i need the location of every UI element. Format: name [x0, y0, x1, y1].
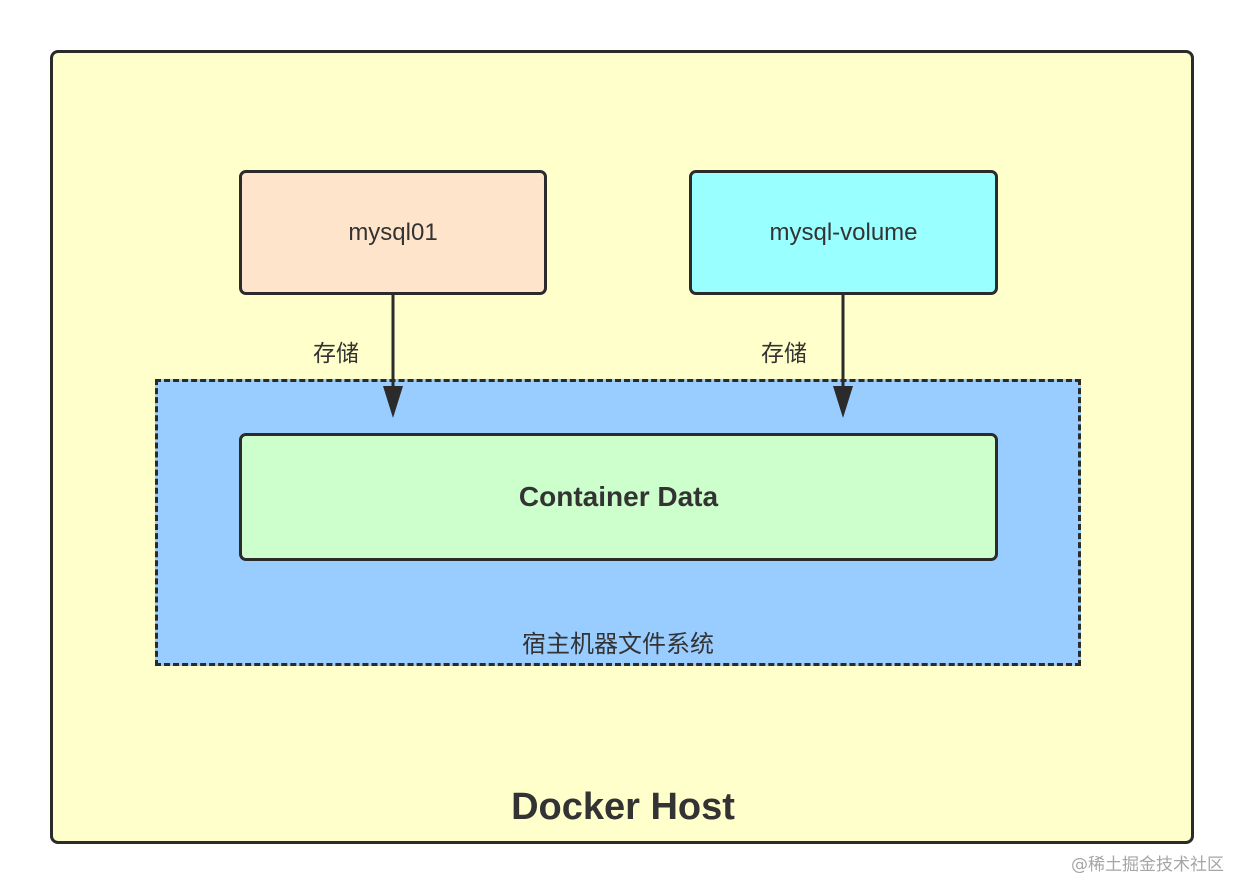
host-filesystem-label: 宿主机器文件系统	[522, 630, 714, 658]
mysql01-label: mysql01	[348, 218, 438, 246]
mysql01-node: mysql01	[239, 170, 547, 295]
watermark-text: @稀土掘金技术社区	[1071, 855, 1224, 875]
mysql-volume-label: mysql-volume	[769, 218, 918, 246]
edge-label-mysql-volume: 存储	[761, 341, 807, 367]
mysql-volume-node: mysql-volume	[689, 170, 998, 295]
docker-host-label: Docker Host	[511, 786, 735, 828]
container-data-node: Container Data	[239, 433, 998, 561]
container-data-label: Container Data	[518, 481, 719, 512]
edge-label-mysql01: 存储	[313, 341, 359, 367]
